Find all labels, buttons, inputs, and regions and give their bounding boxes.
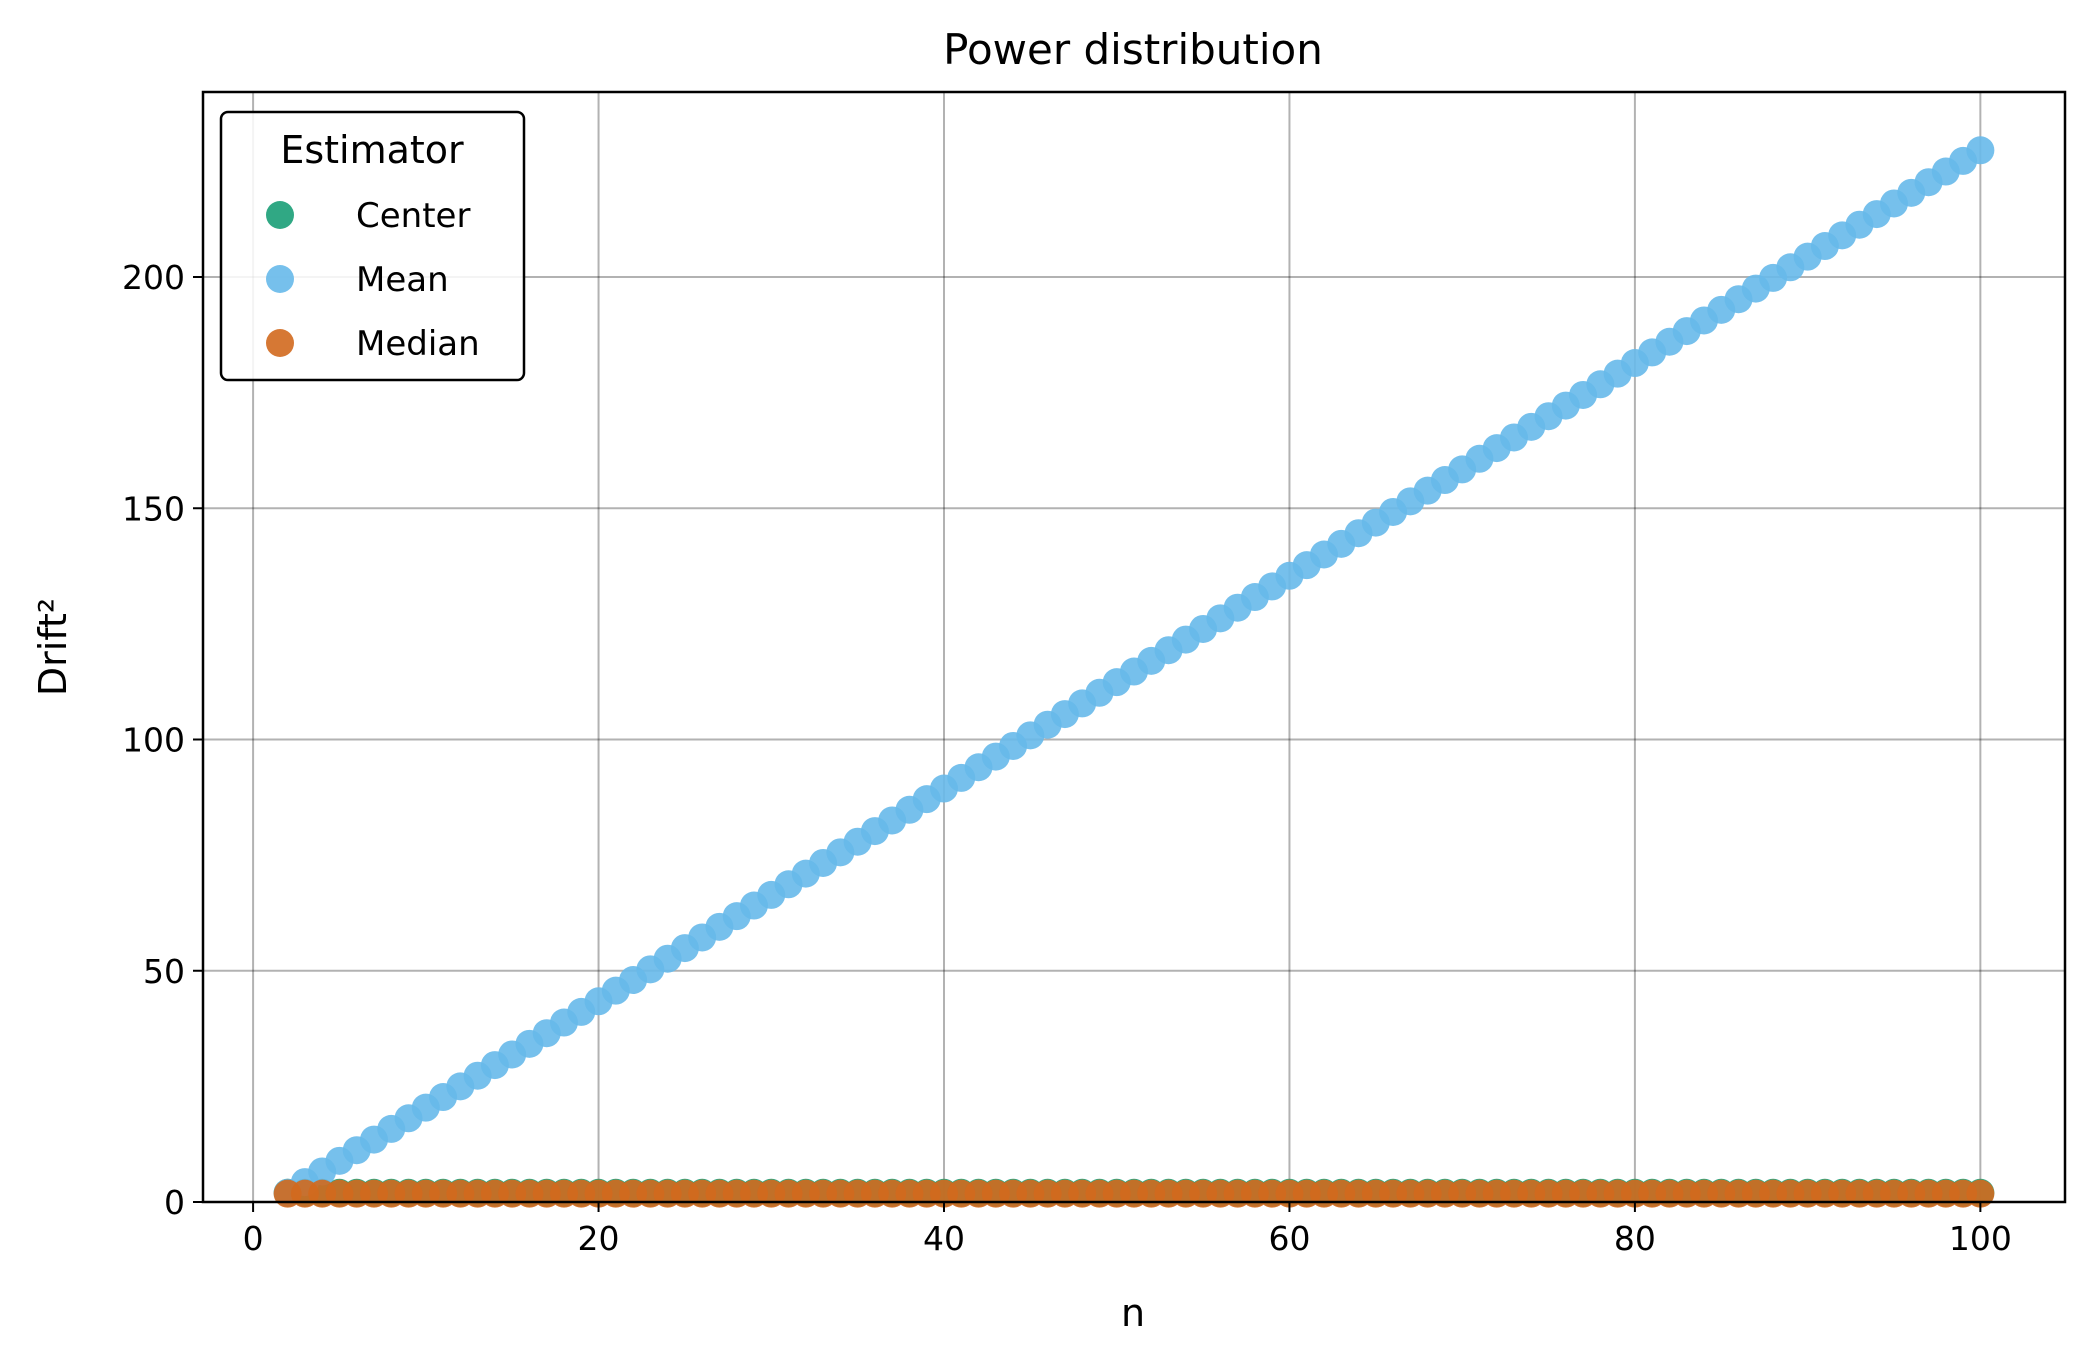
series-mean bbox=[273, 136, 1995, 1207]
legend-label-median: Median bbox=[356, 324, 480, 364]
mean-point bbox=[1966, 136, 1995, 165]
x-tick-label: 40 bbox=[923, 1219, 965, 1258]
y-tick-label: 0 bbox=[164, 1183, 185, 1222]
chart-title: Power distribution bbox=[943, 25, 1323, 74]
x-tick-label: 20 bbox=[578, 1219, 620, 1258]
legend-box bbox=[219, 110, 526, 382]
y-tick-label: 200 bbox=[122, 258, 185, 297]
legend-label-center: Center bbox=[356, 196, 470, 236]
legend: Estimator Center Mean Median bbox=[219, 110, 526, 382]
legend-title: Estimator bbox=[280, 128, 464, 172]
data-series bbox=[273, 136, 1995, 1208]
y-axis-label: Drift² bbox=[31, 598, 75, 696]
y-tick-label: 50 bbox=[143, 952, 185, 991]
series-median bbox=[273, 1179, 1995, 1208]
x-axis-label: n bbox=[1121, 1291, 1145, 1335]
axis-ticks: 0 20 40 60 80 100 0 50 100 150 200 bbox=[122, 258, 2012, 1258]
legend-label-mean: Mean bbox=[356, 260, 449, 300]
y-tick-label: 100 bbox=[122, 721, 185, 760]
median-point bbox=[1966, 1179, 1995, 1208]
x-tick-label: 60 bbox=[1268, 1219, 1310, 1258]
x-tick-label: 80 bbox=[1614, 1219, 1656, 1258]
legend-marker-mean bbox=[266, 265, 294, 293]
x-tick-label: 0 bbox=[243, 1219, 264, 1258]
legend-marker-center bbox=[266, 201, 294, 229]
plot-frame bbox=[201, 90, 2067, 1204]
legend-marker-median bbox=[266, 329, 294, 357]
x-tick-label: 100 bbox=[1949, 1219, 2012, 1258]
y-tick-label: 150 bbox=[122, 489, 185, 528]
